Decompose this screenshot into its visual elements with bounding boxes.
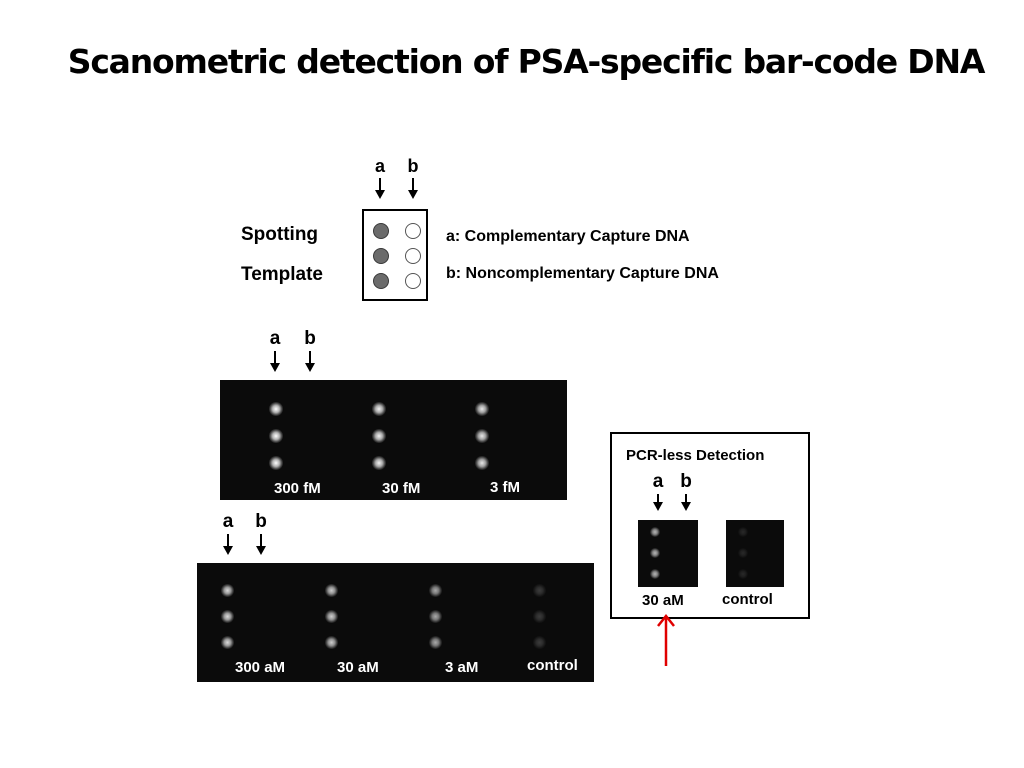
down-arrow-icon [223,546,233,555]
fm-arrow-a: a [266,329,284,372]
am-label-0: 300 aM [235,659,286,676]
am-arrow-a: a [219,512,237,555]
fm-label-0: 300 fM [274,480,321,497]
spot-column-a [324,635,338,649]
spot-column-a [532,583,546,597]
fm-scan-panel: 300 fM 30 fM 3 fM [220,380,567,500]
down-arrow-icon [408,190,418,199]
spot-column-a [475,429,489,443]
spot-column-a [738,527,748,537]
down-arrow-icon [270,363,280,372]
template-dot-b [405,273,421,289]
spot-column-a [532,635,546,649]
spot-column-a [738,569,748,579]
slide-title: Scanometric detection of PSA-specific ba… [67,42,986,81]
spot-column-a [372,456,386,470]
am-arrow-b: b [252,512,270,555]
am-label-3: control [527,657,578,674]
template-dot-b [405,223,421,239]
pcr-scan-panel-sample [638,520,698,587]
template-dot-b [405,248,421,264]
spot-column-a [324,609,338,623]
template-arrow-b-stem [412,178,414,190]
am-arrow-a-letter: a [222,511,234,532]
template-label-spotting: Spotting [241,224,319,245]
down-arrow-icon [653,502,663,511]
am-arrow-b-letter: b [255,511,267,532]
am-label-2: 3 aM [445,659,479,676]
legend-complementary: a: Complementary Capture DNA [446,228,690,245]
down-arrow-icon [375,190,385,199]
spot-column-a [220,635,234,649]
spot-column-a [650,569,660,579]
pcr-label-sample: 30 aM [642,592,684,609]
fm-arrow-b: b [301,329,319,372]
pcr-arrow-b: b [678,472,694,511]
spot-column-a [324,583,338,597]
down-arrow-icon [305,363,315,372]
template-arrow-a-letter: a [374,156,385,176]
pcr-arrow-a-letter: a [652,471,664,492]
fm-label-1: 30 fM [382,480,421,497]
am-arrow-a-stem [227,534,229,546]
template-dot-a [373,273,389,289]
am-scan-panel: 300 aM 30 aM 3 aM control [197,563,594,682]
spot-column-a [269,429,283,443]
template-arrow-b: b [404,156,422,199]
template-dot-a [373,248,389,264]
spot-column-a [475,456,489,470]
spot-column-a [372,429,386,443]
am-label-1: 30 aM [337,659,379,676]
fm-arrow-a-letter: a [269,328,281,349]
pcr-less-detection-box: PCR-less Detection a b 30 aM control [610,432,810,619]
pcr-arrow-b-stem [685,494,687,502]
down-arrow-icon [681,502,691,511]
template-arrow-a: a [371,156,389,199]
fm-arrow-b-letter: b [304,328,316,349]
fm-arrow-b-stem [309,351,311,363]
template-arrow-b-letter: b [407,156,419,176]
pcr-arrow-a-stem [657,494,659,502]
pcr-scan-panel-control [726,520,784,587]
down-arrow-icon [256,546,266,555]
template-box [362,209,428,301]
spot-column-a [428,609,442,623]
pcr-arrow-b-letter: b [680,471,692,492]
spot-column-a [372,402,386,416]
spot-column-a [475,402,489,416]
spot-column-a [269,456,283,470]
spot-column-a [269,402,283,416]
legend-noncomplementary: b: Noncomplementary Capture DNA [446,265,719,282]
red-up-arrow-icon [657,613,675,666]
template-arrow-a-stem [379,178,381,190]
spot-column-a [738,548,748,558]
spot-column-a [428,583,442,597]
pcr-less-title: PCR-less Detection [626,447,765,464]
spot-column-a [650,527,660,537]
pcr-label-control: control [722,591,773,608]
spot-column-a [220,609,234,623]
spot-column-a [532,609,546,623]
fm-label-2: 3 fM [490,479,520,496]
template-label-template: Template [241,264,324,285]
am-arrow-b-stem [260,534,262,546]
pcr-arrow-a: a [650,472,666,511]
template-dot-a [373,223,389,239]
spot-column-a [220,583,234,597]
fm-arrow-a-stem [274,351,276,363]
spot-column-a [428,635,442,649]
spot-column-a [650,548,660,558]
